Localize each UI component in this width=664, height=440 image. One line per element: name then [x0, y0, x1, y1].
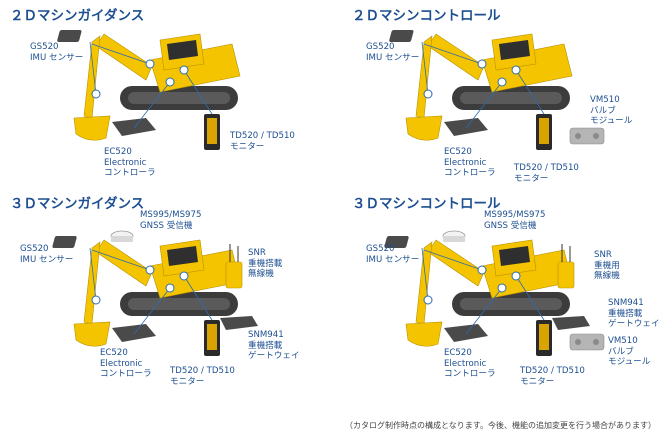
label-ec520-controller: EC520 Electronic コントローラ	[100, 348, 152, 380]
imu-sensor-icon	[389, 30, 414, 42]
label-ec520-controller: EC520 Electronic コントローラ	[444, 147, 496, 179]
label-imu-sensor: GS520 IMU センサー	[20, 244, 73, 265]
label-vm510-valve: VM510 バルブ モジュール	[608, 336, 650, 368]
boom-icon	[96, 240, 152, 286]
excavator-body-icon	[150, 34, 240, 92]
panel-2d-machine-control: ２Ｄマシンコントロール GS520 IMU センサー VM510 バルブ モジュ…	[332, 0, 664, 205]
gnss-antenna-icon	[111, 231, 133, 242]
label-imu-sensor: GS520 IMU センサー	[30, 42, 83, 63]
label-ec520-controller: EC520 Electronic コントローラ	[444, 348, 496, 380]
bucket-icon	[74, 116, 110, 140]
label-td-monitor: TD520 / TD510 モニター	[520, 366, 585, 387]
label-imu-sensor: GS520 IMU センサー	[366, 42, 419, 63]
label-vm510-valve: VM510 バルブ モジュール	[590, 95, 632, 127]
valve-module-icon	[570, 334, 604, 350]
track-icon	[452, 292, 570, 316]
label-imu-sensor: GS520 IMU センサー	[366, 244, 419, 265]
excavator-illustration	[0, 0, 332, 205]
gateway-icon	[552, 316, 590, 330]
monitor-icon	[204, 114, 220, 150]
bucket-icon	[406, 322, 442, 346]
stick-icon	[84, 36, 100, 118]
valve-module-icon	[570, 128, 604, 144]
monitor-icon	[536, 114, 552, 150]
label-gnss-receiver: MS995/MS975 GNSS 受信機	[140, 210, 201, 231]
panel-3d-machine-guidance: ３Ｄマシンガイダンス MS995/MS975 GNSS 受信機 GS520 IM…	[0, 188, 332, 393]
label-snr-radio: SNR 重機搭載 無線機	[248, 248, 282, 280]
panel-3d-machine-control: ３Ｄマシンコントロール MS995/MS975 GNSS 受信機 GS520 I…	[332, 188, 664, 393]
bucket-icon	[406, 116, 442, 140]
label-snm941-gateway: SNM941 重機搭載 ゲートウェイ	[608, 298, 660, 330]
monitor-icon	[536, 320, 552, 356]
label-td-monitor: TD520 / TD510 モニター	[170, 366, 235, 387]
controller-icon	[112, 324, 156, 342]
label-snr-radio: SNR 重機用 無線機	[594, 250, 620, 282]
monitor-icon	[204, 320, 220, 356]
label-gnss-receiver: MS995/MS975 GNSS 受信機	[484, 210, 545, 231]
bucket-icon	[74, 322, 110, 346]
gnss-antenna-icon	[443, 231, 465, 242]
boom-icon	[96, 34, 152, 80]
controller-icon	[444, 118, 488, 136]
panel-2d-machine-guidance: ２Ｄマシンガイダンス GS520 IMU センサー EC520 Electron…	[0, 0, 332, 205]
boom-icon	[428, 34, 484, 80]
label-td-monitor: TD520 / TD510 モニター	[230, 131, 295, 152]
track-icon	[120, 292, 238, 316]
track-icon	[452, 86, 570, 110]
gateway-icon	[220, 316, 258, 330]
footnote: （カタログ制作時点の構成となります。今後、機能の追加変更を行う場合があります）	[345, 420, 656, 431]
boom-icon	[428, 240, 484, 286]
label-ec520-controller: EC520 Electronic コントローラ	[104, 147, 156, 179]
controller-icon	[112, 118, 156, 136]
label-snm941-gateway: SNM941 重機搭載 ゲートウェイ	[248, 330, 300, 362]
stick-icon	[84, 242, 100, 324]
label-td-monitor: TD520 / TD510 モニター	[514, 163, 579, 184]
excavator-body-icon	[482, 34, 572, 92]
controller-icon	[444, 324, 488, 342]
imu-sensor-icon	[57, 30, 82, 42]
track-icon	[120, 86, 238, 110]
